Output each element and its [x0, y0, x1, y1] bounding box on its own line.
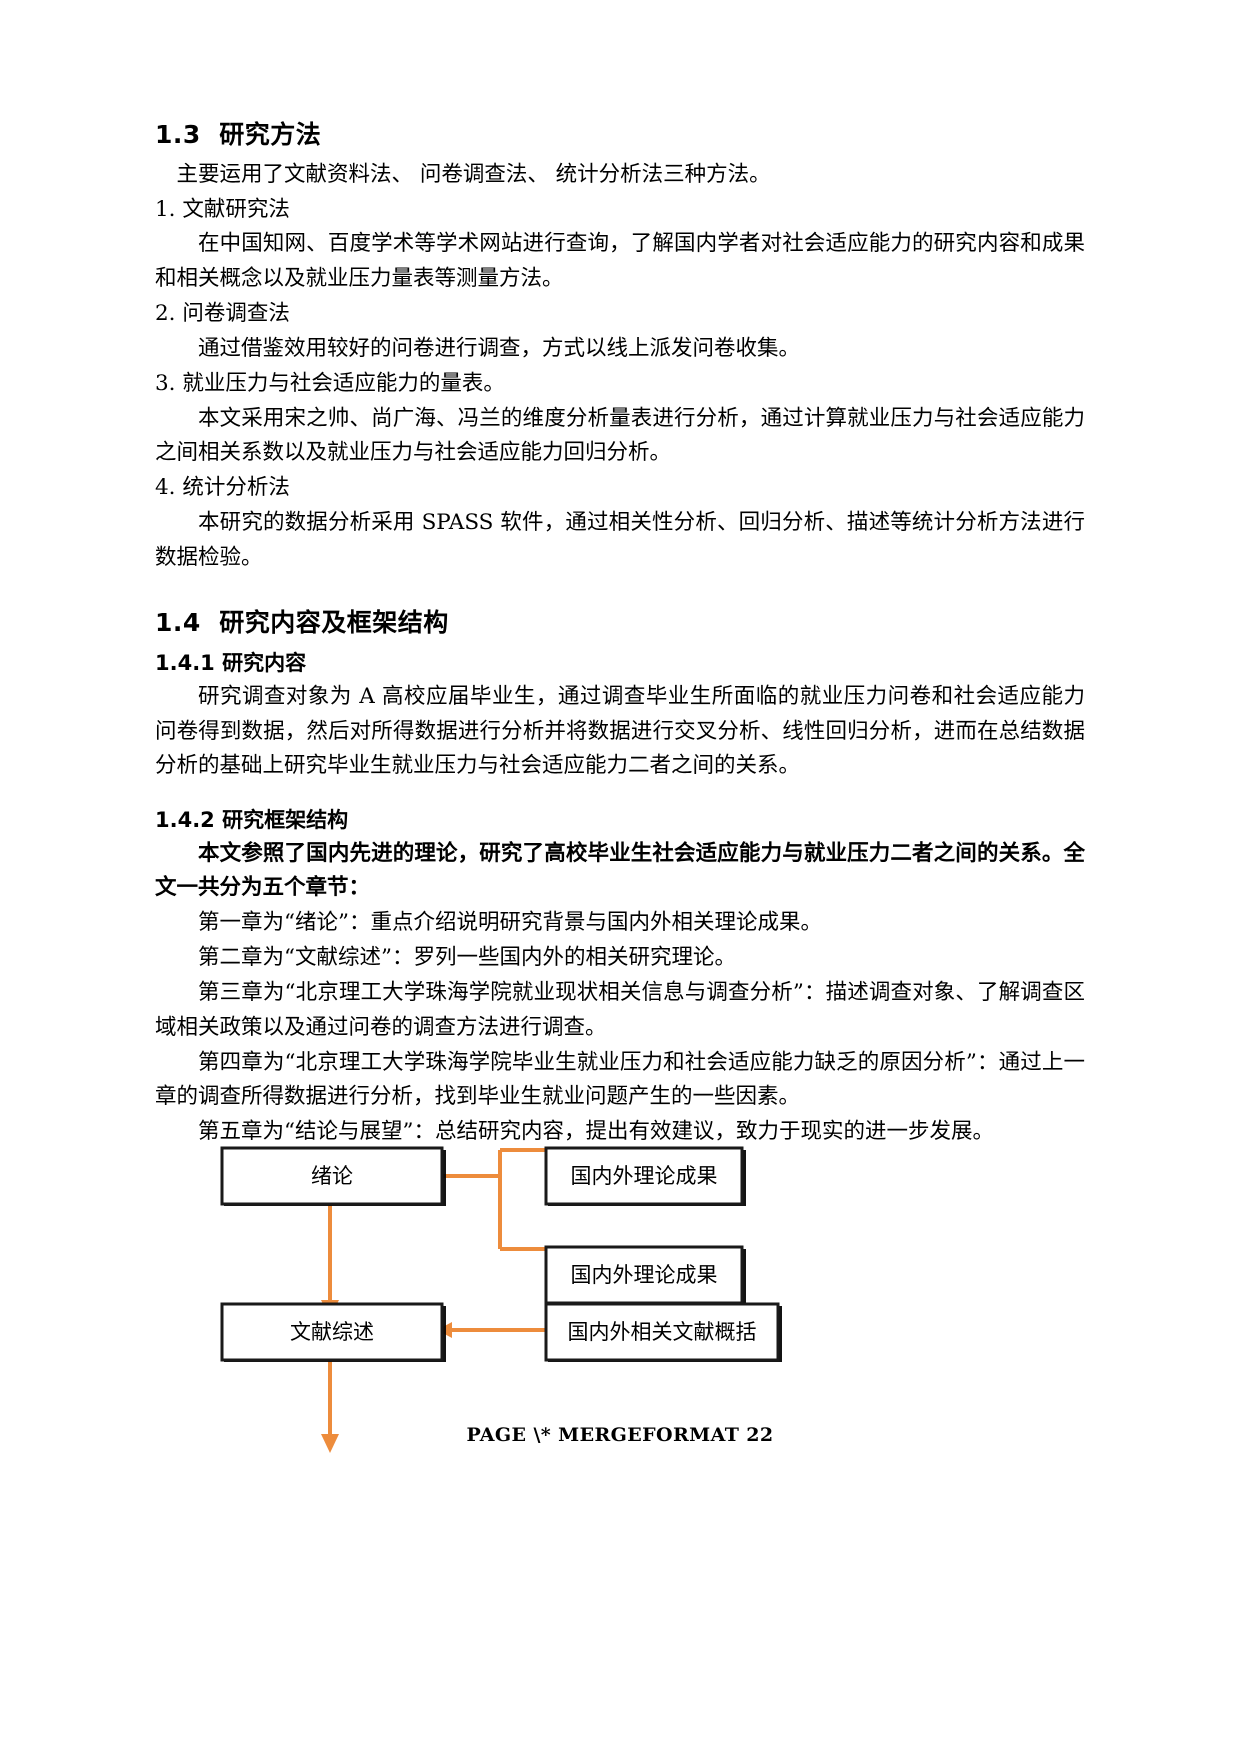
flowchart-node-review-label: 文献综述 — [290, 1320, 374, 1344]
section-1-4-1-text: 研究调查对象为 A 高校应届毕业生，通过调查毕业生所面临的就业压力问卷和社会适应… — [155, 683, 1085, 779]
heading-1-4: 1.4 研究内容及框架结构 — [155, 607, 449, 637]
arrowhead-down-bottom — [321, 1434, 339, 1453]
flowchart-node-intro: 绪论 — [220, 1146, 444, 1206]
chapter-item-5: 第五章为“结论与展望”：总结研究内容，提出有效建议，致力于现实的进一步发展。 — [198, 1119, 994, 1145]
heading-1-3: 1.3 研究方法 — [155, 120, 322, 149]
flowchart-node-lit-summary: 国内外相关文献概括 — [544, 1302, 780, 1362]
method-3-text: 本文采用宋之帅、尚广海、冯兰的维度分析量表进行分析，通过计算就业压力与社会适应能… — [155, 405, 1085, 466]
method-1-text: 在中国知网、百度学术等学术网站进行查询，了解国内学者对社会适应能力的研究内容和成… — [155, 231, 1085, 292]
chapter-item-4: 第四章为“北京理工大学珠海学院毕业生就业压力和社会适应能力缺乏的原因分析”：通过… — [155, 1049, 1085, 1110]
chapter-item-3: 第三章为“北京理工大学珠海学院就业现状相关信息与调查分析”：描述调查对象、了解调… — [155, 979, 1085, 1040]
page-content: 1.3 研究方法 主要运用了文献资料法、 问卷调查法、 统计分析法三种方法。 1… — [155, 118, 1085, 1150]
heading-1-4-2: 1.4.2 研究框架结构 — [155, 808, 349, 833]
flowchart-node-theory-2: 国内外理论成果 — [544, 1245, 744, 1305]
flowchart-connectors — [328, 1148, 548, 1440]
method-2-label: 2. 问卷调查法 — [155, 301, 290, 327]
heading-1-4-1: 1.4.1 研究内容 — [155, 651, 307, 676]
research-framework-flowchart: 绪论 国内外理论成果 国内外理论成果 文献综述 国内外相关文献概括 — [0, 1128, 1240, 1468]
section-1-4-2-lead: 本文参照了国内先进的理论，研究了高校毕业生社会适应能力与就业压力二者之间的关系。… — [155, 840, 1085, 901]
chapter-item-1: 第一章为“绪论”：重点介绍说明研究背景与国内外相关理论成果。 — [198, 910, 822, 936]
flowchart-node-lit-summary-label: 国内外相关文献概括 — [568, 1320, 757, 1344]
page-footer: PAGE \* MERGEFORMAT 22 — [0, 1424, 1240, 1446]
flowchart-node-theory-1-label: 国内外理论成果 — [571, 1164, 718, 1188]
page-number-field: PAGE \* MERGEFORMAT 22 — [466, 1424, 774, 1446]
method-4-label: 4. 统计分析法 — [155, 475, 290, 501]
chapter-item-2: 第二章为“文献综述”：罗列一些国内外的相关研究理论。 — [198, 945, 736, 971]
flowchart-node-intro-label: 绪论 — [311, 1164, 353, 1188]
method-1-label: 1. 文献研究法 — [155, 196, 290, 222]
flowchart-node-review: 文献综述 — [220, 1302, 444, 1362]
flowchart-node-theory-2-label: 国内外理论成果 — [571, 1263, 718, 1287]
flowchart-node-theory-1: 国内外理论成果 — [544, 1146, 744, 1206]
method-3-label: 3. 就业压力与社会适应能力的量表。 — [155, 370, 505, 396]
method-2-text: 通过借鉴效用较好的问卷进行调查，方式以线上派发问卷收集。 — [198, 335, 801, 361]
method-4-text: 本研究的数据分析采用 SPASS 软件，通过相关性分析、回归分析、描述等统计分析… — [155, 510, 1085, 570]
section-1-3-intro: 主要运用了文献资料法、 问卷调查法、 统计分析法三种方法。 — [176, 161, 771, 187]
